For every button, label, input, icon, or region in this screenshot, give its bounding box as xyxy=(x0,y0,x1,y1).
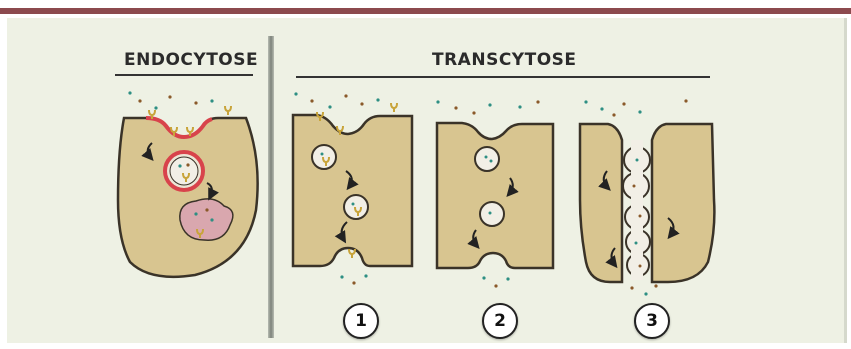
panel-number-1: 1 xyxy=(343,303,379,339)
endocytose-cell xyxy=(118,91,258,276)
transcytose-cell-1 xyxy=(293,92,412,284)
panel-number-2: 2 xyxy=(482,303,518,339)
transcytose-cell-3 xyxy=(580,99,714,295)
panel-number-3: 3 xyxy=(634,303,670,339)
transcytose-cell-2 xyxy=(436,100,553,287)
